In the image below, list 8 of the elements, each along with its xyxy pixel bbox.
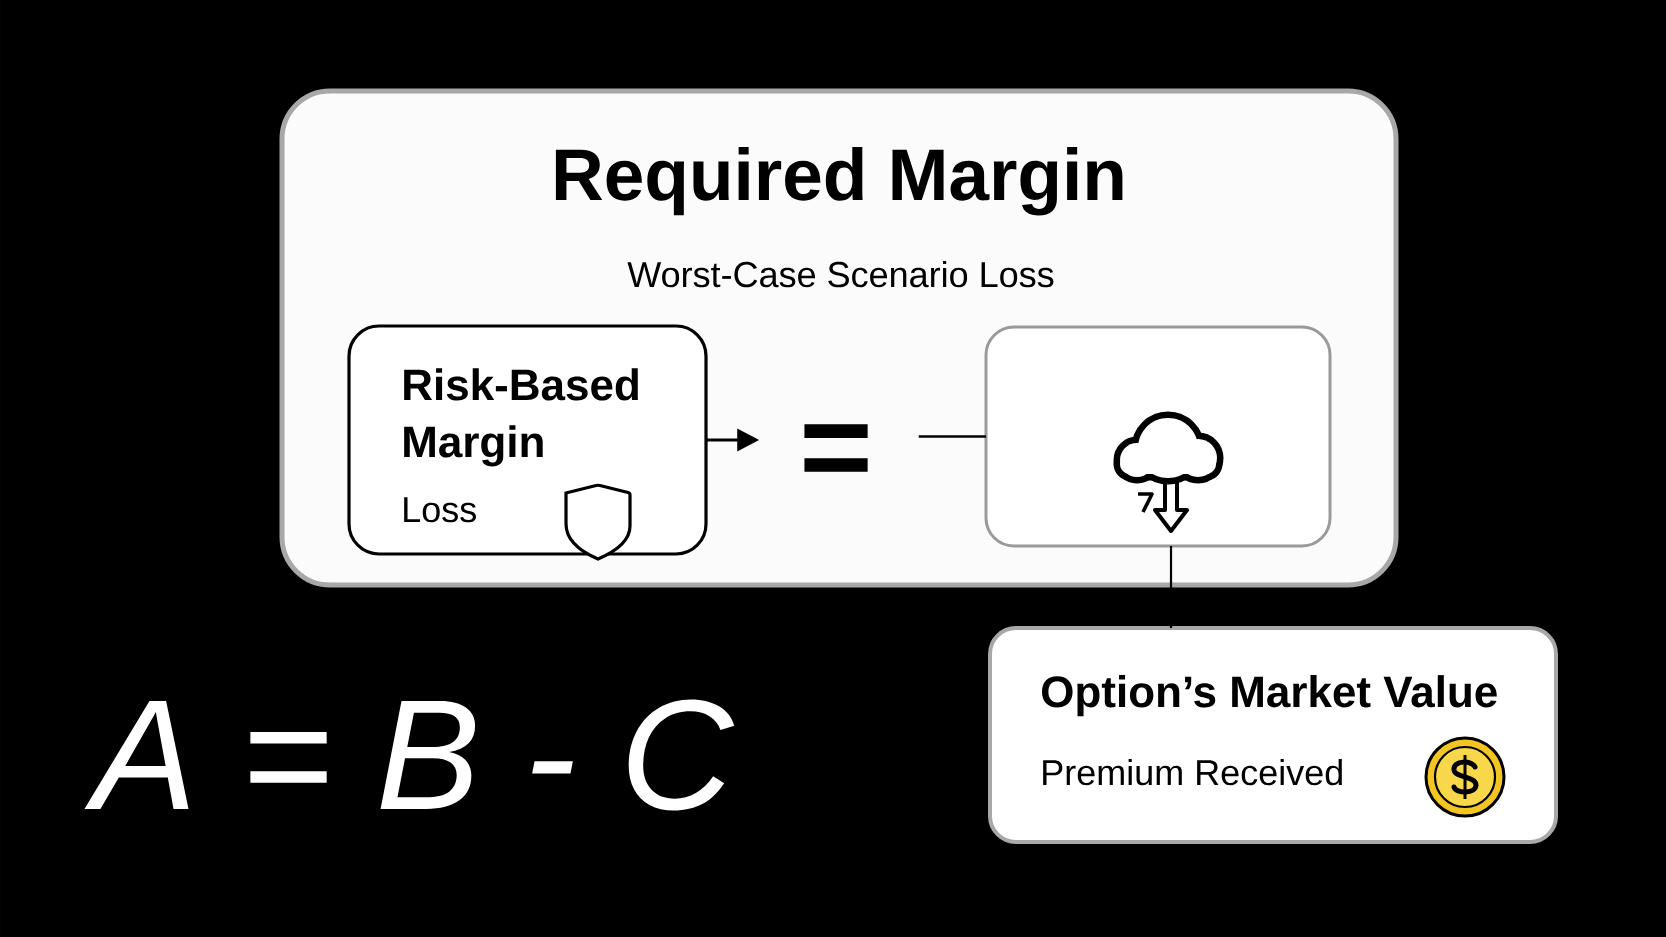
card: Option’s Market Value Premium Received (988, 626, 1558, 844)
card: Risk-Based Margin Loss (347, 324, 708, 556)
connector-line (918, 435, 986, 438)
equation: A = B - C (84, 699, 735, 811)
heading: Required Margin (555, 147, 1123, 216)
subtitle: Worst-Case Scenario Loss (627, 260, 1054, 288)
equals-sign: = (804, 424, 868, 472)
connector-line (1169, 546, 1173, 628)
